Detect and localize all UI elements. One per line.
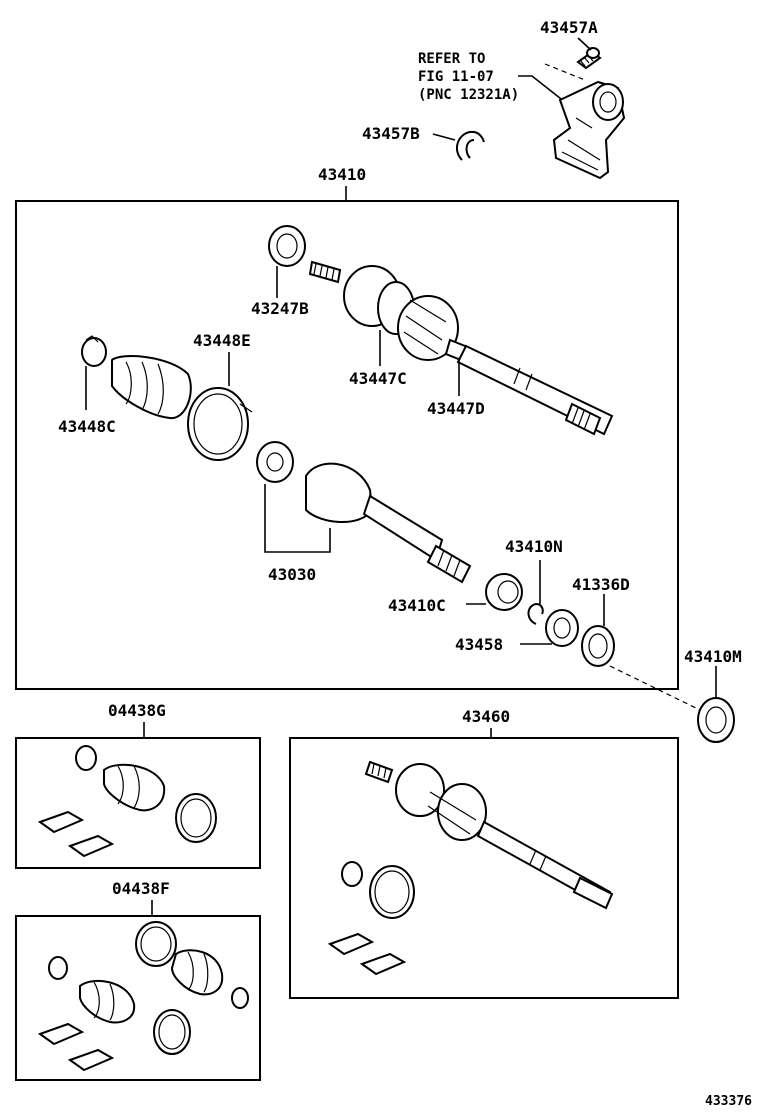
label-43448E: 43448E <box>193 331 251 350</box>
clamp-43448C <box>81 335 107 367</box>
refer-text-2: FIG 11-07 <box>418 69 494 85</box>
kit-43460-parts <box>327 861 415 976</box>
bearing-bracket <box>552 80 626 180</box>
inboard-joint-shaft <box>305 462 472 584</box>
leader-43457B <box>432 133 456 141</box>
kit-43460-shaft <box>364 760 614 910</box>
outboard-joint-shaft <box>308 260 614 436</box>
tripod-joint <box>256 441 294 483</box>
label-43410N: 43410N <box>505 537 563 556</box>
figure-number: 433376 <box>705 1094 752 1109</box>
label-04438G: 04438G <box>108 701 166 720</box>
refer-text-1: REFER TO <box>418 51 485 67</box>
dashed-seal-line <box>609 665 701 711</box>
leader-43457A <box>577 37 592 51</box>
label-43460: 43460 <box>462 707 510 726</box>
label-43457A: 43457A <box>540 18 598 37</box>
boot-inboard <box>111 355 192 420</box>
label-43030: 43030 <box>268 565 316 584</box>
bearing-43410C <box>485 573 523 611</box>
snap-ring-43410N <box>527 602 544 625</box>
label-43410: 43410 <box>318 165 366 184</box>
snap-ring-43457B <box>455 130 485 161</box>
seal-41336D <box>581 625 615 667</box>
assembly-frame-43410 <box>15 200 679 690</box>
leader-43030 <box>264 484 331 553</box>
label-43447D: 43447D <box>427 399 485 418</box>
kit-04438F-parts <box>37 921 249 1072</box>
kit-frame-04438F <box>15 915 261 1081</box>
bolt-43457A <box>576 47 602 70</box>
dashed-bolt-line <box>544 63 586 81</box>
label-43247B: 43247B <box>251 299 309 318</box>
kit-frame-04438G <box>15 737 261 869</box>
kit-frame-43460 <box>289 737 679 999</box>
refer-text-3: (PNC 12321A) <box>418 87 519 103</box>
clamp-43448E <box>187 387 253 461</box>
label-43458: 43458 <box>455 635 503 654</box>
kit-04438G-parts <box>37 745 217 858</box>
label-43457B: 43457B <box>362 124 420 143</box>
seal-43410M <box>697 697 735 743</box>
label-43447C: 43447C <box>349 369 407 388</box>
leader-refer <box>518 75 571 107</box>
dust-deflector-43247B <box>268 225 306 267</box>
label-41336D: 41336D <box>572 575 630 594</box>
label-04438F: 04438F <box>112 879 170 898</box>
retainer-43458 <box>545 609 579 647</box>
label-43410C: 43410C <box>388 596 446 615</box>
label-43410M: 43410M <box>684 647 742 666</box>
label-43448C: 43448C <box>58 417 116 436</box>
